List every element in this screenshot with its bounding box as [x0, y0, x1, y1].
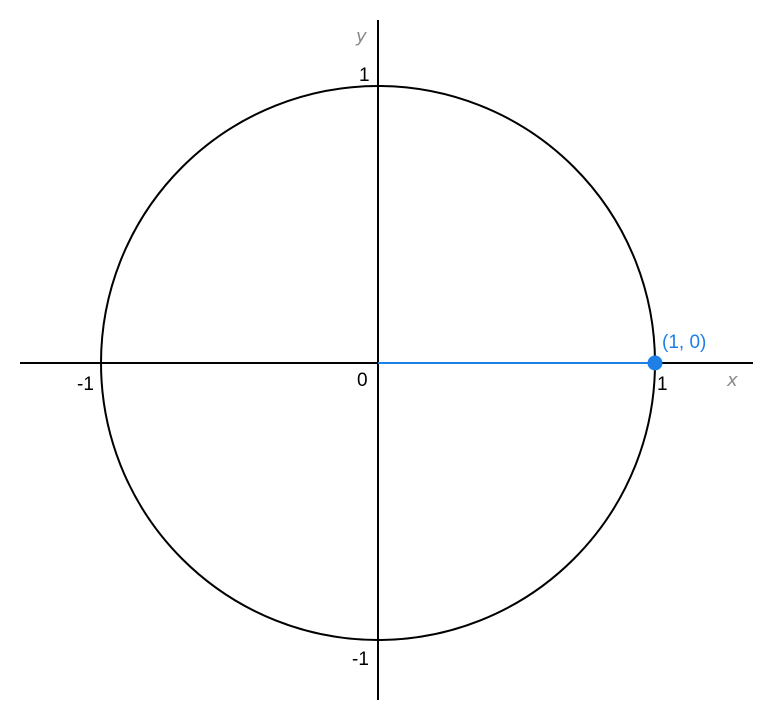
- x-tick-label-neg1: -1: [77, 374, 94, 395]
- x-axis-name: x: [726, 370, 738, 391]
- y-tick-label-1: 1: [359, 65, 370, 86]
- point-label: (1, 0): [662, 332, 706, 353]
- x-tick-label-1: 1: [657, 374, 668, 395]
- origin-label: 0: [357, 370, 368, 391]
- y-tick-label-neg1: -1: [352, 649, 369, 670]
- point-marker: [647, 355, 663, 371]
- y-axis-name: y: [355, 26, 367, 47]
